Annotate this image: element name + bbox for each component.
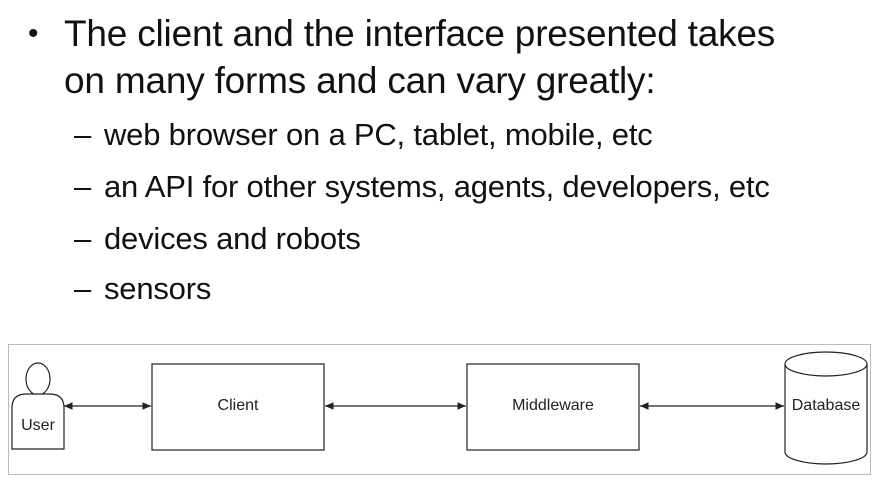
database-node: Database	[784, 351, 868, 465]
middleware-node: Middleware	[466, 363, 640, 451]
user-head-icon	[25, 362, 51, 396]
diagram-frame	[8, 344, 871, 475]
user-body-icon	[11, 393, 65, 450]
sub-bullet-text: web browser on a PC, tablet, mobile, etc	[104, 117, 653, 152]
diagram-canvas: User Client Middleware Database	[8, 344, 871, 475]
bullet-dot: •	[28, 17, 39, 50]
architecture-diagram: User Client Middleware Database	[8, 344, 872, 476]
user-actor: User	[11, 362, 65, 450]
main-bullet-line-2: on many forms and can vary greatly:	[64, 60, 656, 101]
main-bullet-text: The client and the interface presented t…	[64, 10, 864, 104]
sub-bullet-text: sensors	[104, 271, 212, 306]
sub-bullet-api: –an API for other systems, agents, devel…	[74, 168, 770, 206]
middleware-label: Middleware	[512, 397, 594, 414]
sub-bullet-devices: –devices and robots	[74, 220, 361, 258]
dash-marker: –	[74, 169, 92, 204]
client-node: Client	[151, 363, 325, 451]
client-box	[151, 363, 325, 451]
database-body	[784, 364, 868, 465]
sub-bullet-web-browser: –web browser on a PC, tablet, mobile, et…	[74, 116, 653, 154]
main-bullet-line-1: The client and the interface presented t…	[64, 13, 776, 54]
dash-marker: –	[74, 117, 92, 152]
sub-bullet-sensors: –sensors	[74, 270, 211, 308]
middleware-box	[466, 363, 640, 451]
sub-bullet-text: devices and robots	[104, 221, 361, 256]
dash-marker: –	[74, 221, 92, 256]
sub-bullet-text: an API for other systems, agents, develo…	[104, 169, 770, 204]
database-top	[784, 351, 868, 377]
dash-marker: –	[74, 271, 92, 306]
user-label: User	[21, 417, 55, 434]
database-label: Database	[792, 397, 861, 414]
client-label: Client	[218, 397, 259, 414]
